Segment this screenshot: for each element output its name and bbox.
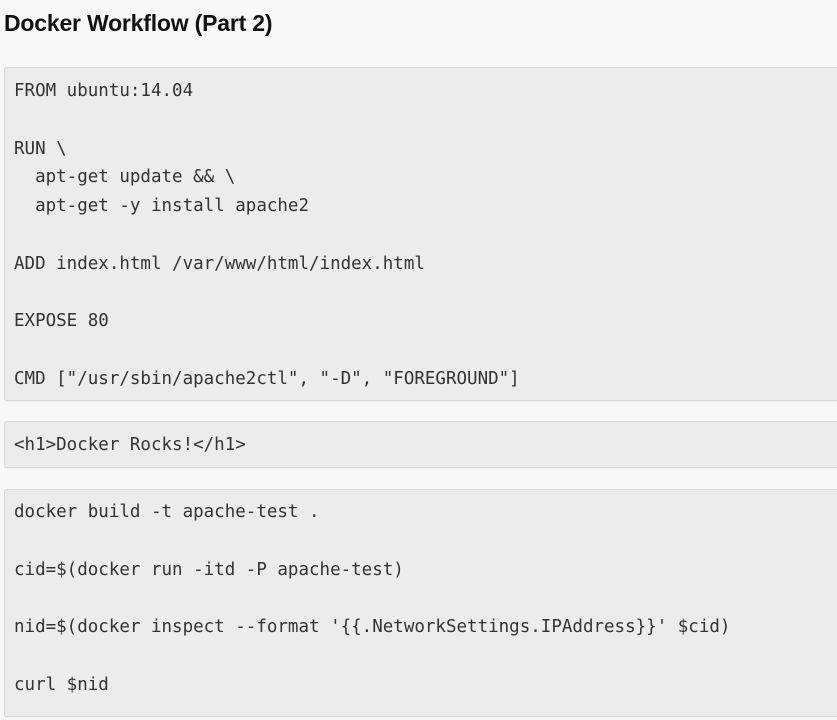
docker-commands-code-block: docker build -t apache-test . cid=$(dock… bbox=[4, 489, 837, 717]
code-line: docker build -t apache-test . bbox=[14, 502, 320, 522]
page-title: Docker Workflow (Part 2) bbox=[4, 10, 273, 36]
dockerfile-code-block: FROM ubuntu:14.04 RUN \ apt-get update &… bbox=[4, 67, 837, 401]
code-line: EXPOSE 80 bbox=[14, 311, 109, 332]
code-line: apt-get -y install apache2 bbox=[14, 196, 310, 217]
code-line: ADD index.html /var/www/html/index.html bbox=[14, 253, 425, 274]
code-line: CMD ["/usr/sbin/apache2ctl", "-D", "FORE… bbox=[14, 368, 520, 389]
code-line: RUN \ bbox=[14, 138, 67, 159]
code-text: docker build -t apache-test . cid=$(dock… bbox=[5, 490, 837, 700]
index-html-code-block: <h1>Docker Rocks!</h1> bbox=[4, 421, 837, 468]
code-line: <h1>Docker Rocks!</h1> bbox=[14, 435, 246, 455]
code-line: cid=$(docker run -itd -P apache-test) bbox=[14, 559, 404, 580]
code-line: apt-get update && \ bbox=[14, 167, 236, 188]
code-text: FROM ubuntu:14.04 RUN \ apt-get update &… bbox=[5, 68, 837, 394]
code-line: nid=$(docker inspect --format '{{.Networ… bbox=[14, 617, 731, 638]
code-line: curl $nid bbox=[14, 674, 109, 695]
code-line: FROM ubuntu:14.04 bbox=[14, 81, 194, 101]
code-text: <h1>Docker Rocks!</h1> bbox=[5, 422, 837, 460]
